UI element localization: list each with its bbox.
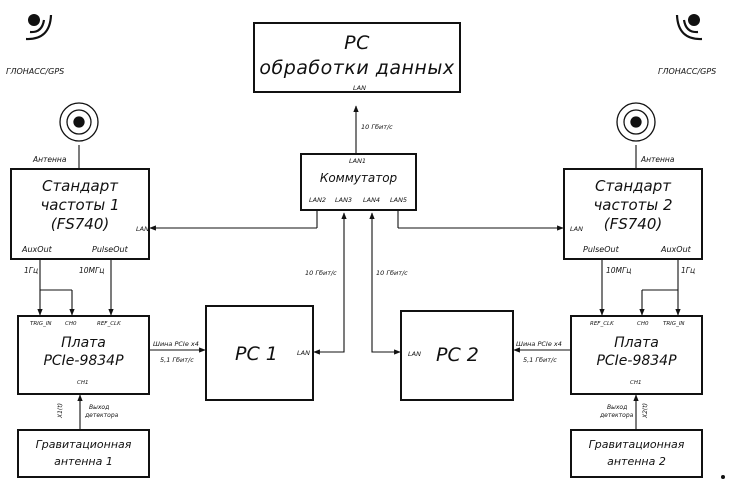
switch-lan2: LAN2 [309,196,327,204]
board-right-ref: REF_CLK [590,321,614,327]
board-right-box: REF_CLK CH0 TRIG_IN Плата PCIe-9834P CH1 [570,315,703,395]
det-right-1: Выход [607,404,628,411]
board-right-ch0: CH0 [637,321,649,327]
switch-box: LAN1 Коммутатор LAN2 LAN3 LAN4 LAN5 [300,153,417,211]
bus-right-speed: 5,1 Гбит/с [523,356,557,364]
switch-lan4: LAN4 [363,196,381,204]
pc2-lan: LAN [408,350,421,358]
pc1-label: PC 1 [235,343,278,365]
antenna-left-label: Антенна [33,155,67,164]
link-switch-pc2 [369,212,401,355]
board-left-ref: REF_CLK [97,321,121,327]
gnss-right-label: ГЛОНАСС/GPS [658,67,717,76]
board-left-title: Плата [61,335,106,351]
standard-1-pulseout: PulseOut [92,245,128,254]
pc-processing-title: PC [344,32,370,54]
antenna-icon-left [59,102,99,142]
switch-lan1: LAN1 [349,157,367,165]
standard-1-lan: LAN [136,225,149,233]
det-left-2: детектора [85,412,119,419]
grav-antenna-1-box: Гравитационная антенна 1 [17,429,150,478]
sig-right-10mhz: 10МГц [606,266,632,275]
antenna-icon-right [616,102,656,142]
det-left-1: Выход [89,404,110,411]
standard-1-auxout: AuxOut [22,245,52,254]
switch-lan5: LAN5 [390,196,408,204]
grav-1-line2: антенна 1 [54,455,113,468]
board-left-ch0: CH0 [65,321,77,327]
bus-right-label: Шина PCIe x4 [516,340,562,348]
pc-processing-box: PC обработки данных LAN [253,22,461,93]
satellite-icon-right [675,14,703,41]
board-left-ch1: CH1 [77,380,89,386]
board-right-model: PCIe-9834P [596,353,677,369]
sig-right-1hz: 1Гц [681,266,696,275]
link-switch-pc1 [313,212,347,355]
board-right-ch1: CH1 [630,380,642,386]
board-left-trig: TRIG_IN [30,321,52,327]
board-right-title: Плата [614,335,659,351]
pc-processing-lan: LAN [353,84,366,92]
link-pc2-speed: 10 Гбит/с [376,269,408,277]
link-top-speed: 10 Гбит/с [361,123,393,131]
antenna-right-label: Антенна [641,155,675,164]
grav-antenna-2-box: Гравитационная антенна 2 [570,429,703,478]
link-pc1-speed: 10 Гбит/с [305,269,337,277]
sig-left-1hz: 1Гц [24,266,39,275]
standard-2-auxout: AuxOut [661,245,691,254]
standard-1-line1: Стандарт [41,177,119,195]
signal-x1-label: X1(t) [57,403,64,418]
grav-2-line1: Гравитационная [588,438,685,451]
frequency-standard-2-box: Стандарт частоты 2 (FS740) LAN PulseOut … [563,168,703,260]
standard-2-line1: Стандарт [594,177,672,195]
pc1-lan: LAN [297,349,310,357]
standard-2-lan: LAN [570,225,583,233]
sig-left-10mhz: 10МГц [79,266,105,275]
board-right-trig: TRIG_IN [663,321,685,327]
standard-2-line2: частоты 2 [593,196,673,214]
grav-2-line2: антенна 2 [607,455,666,468]
bus-left-speed: 5,1 Гбит/с [160,356,194,364]
gnss-left-label: ГЛОНАСС/GPS [6,67,65,76]
standard-1-line2: частоты 1 [40,196,120,214]
board-left-box: TRIG_IN CH0 REF_CLK Плата PCIe-9834P CH1 [17,315,150,395]
satellite-icon-left [25,14,53,41]
pc2-box: PC 2 LAN [400,310,514,401]
standard-2-pulseout: PulseOut [583,245,619,254]
standard-2-line3: (FS740) [603,215,663,233]
switch-title: Коммутатор [319,171,398,185]
switch-lan3: LAN3 [335,196,353,204]
standard-1-line3: (FS740) [50,215,110,233]
pc2-label: PC 2 [436,344,479,366]
bus-left-label: Шина PCIe x4 [153,340,199,348]
grav-1-line1: Гравитационная [35,438,132,451]
pc-processing-subtitle: обработки данных [259,57,455,79]
signal-x2-label: X2(t) [642,403,649,418]
pc1-box: PC 1 LAN [205,305,314,401]
det-right-2: детектора [600,412,634,419]
frequency-standard-1-box: Стандарт частоты 1 (FS740) LAN AuxOut Pu… [10,168,150,260]
board-left-model: PCIe-9834P [43,353,124,369]
